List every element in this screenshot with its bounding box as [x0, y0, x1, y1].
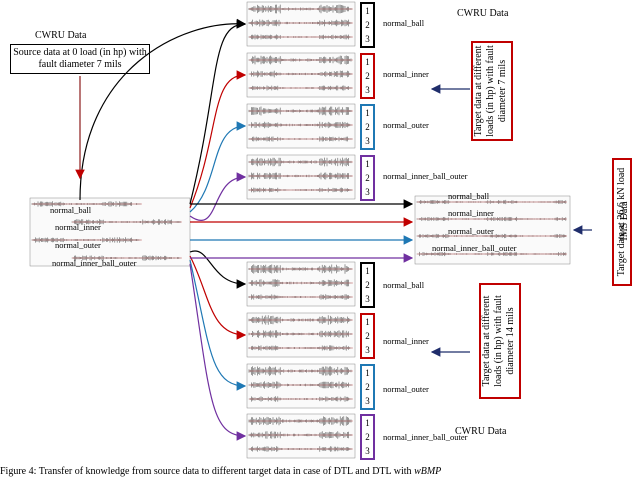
number-label: 2: [365, 122, 370, 132]
group-14-label-inner: normal_inner: [383, 336, 429, 346]
number-box-14-ball: 1 2 3: [360, 262, 375, 308]
transfer-arrow: [189, 121, 247, 213]
target-signal-strip: [246, 154, 356, 200]
transfer-arrow: [189, 250, 247, 289]
number-label: 3: [365, 294, 370, 304]
number-label: 1: [365, 266, 370, 276]
target-signal-strip: [246, 1, 356, 47]
caption-text: Figure 4: Transfer of knowledge from sou…: [0, 466, 415, 477]
ims-signal-label: normal_inner: [448, 208, 494, 218]
group-7-label-outer: normal_outer: [383, 120, 429, 130]
number-label: 1: [365, 108, 370, 118]
ims-signal-label: normal_ball: [448, 191, 490, 201]
target-14-dataset-title: CWRU Data: [455, 426, 507, 437]
target-signal-strip: [246, 312, 356, 358]
target-signal-strip: [246, 363, 356, 409]
source-arc-arrow: [79, 18, 247, 201]
number-label: 3: [365, 446, 370, 456]
number-label: 3: [365, 85, 370, 95]
source-description-box: Source data at 0 load (in hp) with fault…: [10, 44, 150, 74]
number-box-14-mixed: 1 2 3: [360, 414, 375, 460]
number-label: 1: [365, 57, 370, 67]
target-signal-strip: [246, 52, 356, 98]
number-label: 3: [365, 187, 370, 197]
ims-signal-label: normal_inner_ball_outer: [432, 243, 517, 253]
transfer-arrow: [189, 255, 247, 340]
target-7-description: Target data at different loads (in hp) w…: [471, 41, 513, 141]
number-label: 3: [365, 345, 370, 355]
number-box-7-ball: 1 2 3: [360, 2, 375, 48]
number-box-14-outer: 1 2 3: [360, 364, 375, 410]
number-label: 2: [365, 71, 370, 81]
number-label: 3: [365, 396, 370, 406]
group-7-label-mixed: normal_inner_ball_outer: [383, 171, 468, 181]
source-signal-label: normal_inner_ball_outer: [52, 258, 137, 268]
number-label: 2: [365, 20, 370, 30]
transfer-arrow: [189, 259, 247, 391]
group-14-label-mixed: normal_inner_ball_outer: [383, 432, 468, 442]
number-label: 2: [365, 382, 370, 392]
number-label: 2: [365, 280, 370, 290]
ims-dataset-title: IMS Data: [619, 201, 630, 241]
number-box-7-outer: 1 2 3: [360, 104, 375, 150]
target-signal-strip: [246, 413, 356, 459]
target-7-dataset-title: CWRU Data: [457, 8, 509, 19]
number-label: 1: [365, 317, 370, 327]
number-box-14-inner: 1 2 3: [360, 313, 375, 359]
transfer-arrow: [189, 70, 247, 209]
transfer-arrow: [189, 19, 247, 205]
number-label: 2: [365, 173, 370, 183]
target-14-description: Target data at different loads (in hp) w…: [479, 283, 521, 399]
group-7-label-inner: normal_inner: [383, 69, 429, 79]
source-signal-label: normal_ball: [50, 205, 92, 215]
caption-method: wBMP: [414, 466, 442, 477]
number-label: 1: [365, 159, 370, 169]
transfer-arrow: [189, 263, 247, 441]
number-label: 3: [365, 136, 370, 146]
target-signal-strip: [246, 261, 356, 307]
number-label: 1: [365, 368, 370, 378]
number-label: 1: [365, 6, 370, 16]
source-signal-label: normal_inner: [55, 222, 101, 232]
source-dataset-title: CWRU Data: [35, 30, 87, 41]
source-signal-label: normal_outer: [55, 240, 101, 250]
number-label: 2: [365, 432, 370, 442]
source-signal-strip: [29, 197, 191, 267]
number-label: 2: [365, 331, 370, 341]
number-box-7-mixed: 1 2 3: [360, 155, 375, 201]
group-7-label-ball: normal_ball: [383, 18, 425, 28]
figure-caption: Figure 4: Transfer of knowledge from sou…: [0, 466, 640, 477]
group-14-label-outer: normal_outer: [383, 384, 429, 394]
number-label: 1: [365, 418, 370, 428]
target-signal-strip: [246, 103, 356, 149]
number-box-7-inner: 1 2 3: [360, 53, 375, 99]
group-14-label-ball: normal_ball: [383, 280, 425, 290]
ims-signal-label: normal_outer: [448, 226, 494, 236]
number-label: 3: [365, 34, 370, 44]
